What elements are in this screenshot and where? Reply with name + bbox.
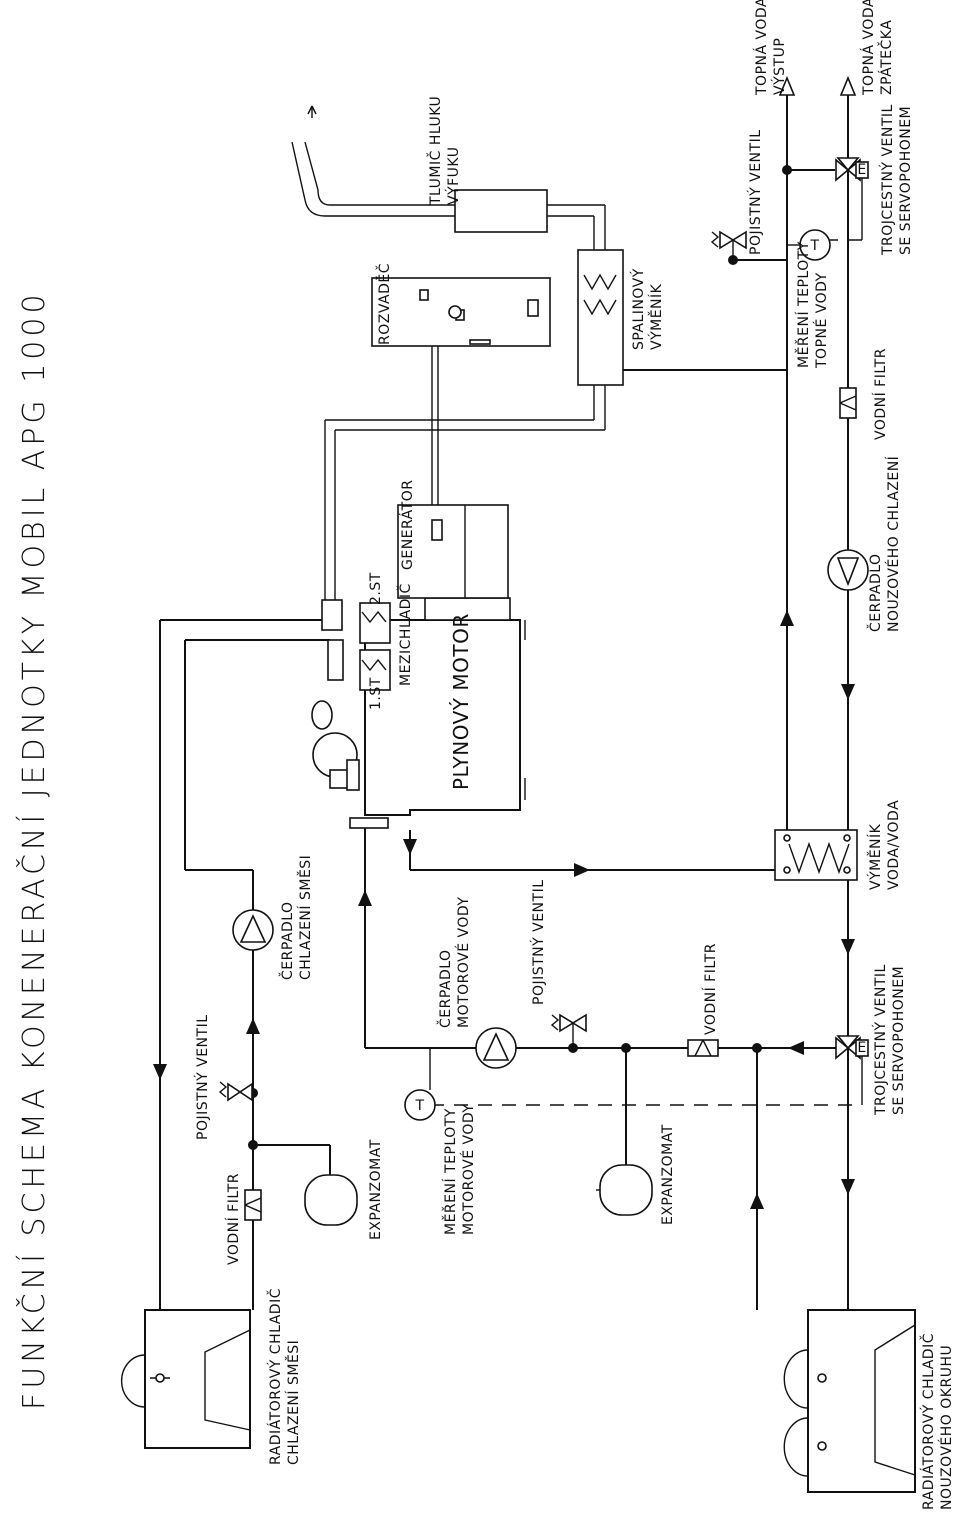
svg-text:1.ST: 1.ST [368, 677, 384, 710]
temperature-sensor-motor-water: T [404, 1048, 436, 1121]
mixture-cooling-circuit [153, 619, 358, 1310]
svg-text:E: E [857, 1040, 866, 1056]
water-filter-left [244, 1189, 262, 1221]
expansion-vessel-left [304, 1174, 358, 1226]
radiator-emergency [783, 1309, 916, 1493]
outlet-arrow [778, 75, 796, 96]
svg-text:POJISTNÝ VENTIL: POJISTNÝ VENTIL [194, 1014, 211, 1140]
emergency-cooling-pump [827, 549, 869, 591]
safety-valve-mid [550, 1013, 587, 1048]
svg-text:T: T [809, 238, 819, 254]
generator [397, 504, 509, 599]
svg-text:VODNÍ FILTR: VODNÍ FILTR [702, 943, 719, 1035]
safety-valve-top [710, 230, 747, 260]
svg-text:EXPANZOMAT: EXPANZOMAT [660, 1124, 676, 1225]
flue-gas-exchanger [325, 249, 624, 431]
three-way-valve-bottom: E [835, 1035, 869, 1105]
return-arrow [839, 75, 857, 96]
intercooler [359, 602, 391, 691]
svg-text:ROZVADĚČ: ROZVADĚČ [375, 263, 393, 345]
radiator-mixture [120, 1309, 251, 1449]
svg-text:T: T [414, 1098, 424, 1114]
safety-valve-left [218, 1081, 253, 1102]
svg-text:2.ST: 2.ST [368, 572, 384, 605]
svg-text:MEZICHLADIČ: MEZICHLADIČ [396, 583, 414, 686]
exhaust-silencer [291, 105, 606, 250]
diagram-title: FUNKČNÍ SCHEMA KONENERAČNÍ JEDNOTKY MOBI… [15, 290, 52, 1410]
svg-text:E: E [857, 162, 866, 178]
motor-water-pump [475, 1027, 517, 1069]
gas-train [311, 420, 360, 791]
svg-text:GENERÁTOR: GENERÁTOR [399, 480, 416, 570]
svg-text:VODNÍ FILTR: VODNÍ FILTR [872, 348, 889, 440]
expansion-vessel-mid [596, 1048, 653, 1216]
water-filter-top [839, 387, 857, 419]
water-water-exchanger [774, 829, 858, 881]
water-filter-mid [687, 1039, 719, 1057]
svg-text:PLYNOVÝ MOTOR: PLYNOVÝ MOTOR [449, 613, 473, 790]
svg-text:EXPANZOMAT: EXPANZOMAT [368, 1139, 384, 1240]
svg-text:VODNÍ FILTR: VODNÍ FILTR [225, 1173, 242, 1265]
svg-text:POJISTNÝ VENTIL: POJISTNÝ VENTIL [747, 129, 764, 255]
heating-circuit: E T [358, 75, 869, 1310]
three-way-valve-top: E [830, 157, 869, 241]
switchboard [371, 277, 551, 505]
engine-block [349, 597, 526, 870]
temperature-sensor-heating: T [787, 229, 831, 261]
svg-text:POJISTNÝ VENTIL: POJISTNÝ VENTIL [530, 879, 547, 1005]
